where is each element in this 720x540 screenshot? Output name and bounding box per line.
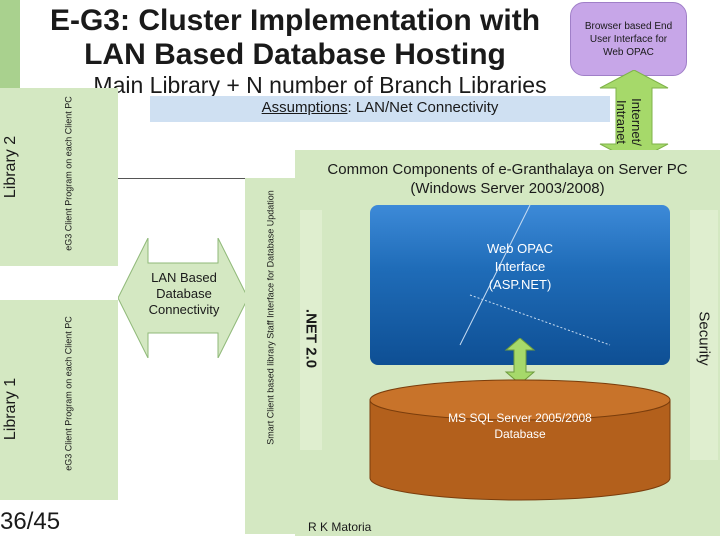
library-2-line [118,178,245,179]
browser-interface-label: Browser based End User Interface for Web… [584,20,673,58]
library-1-program: eG3 Client Program on each Client PC [63,316,74,471]
web-opac-label: Web OPAC Interface (ASP.NET) [370,240,670,294]
title-line-2: LAN Based Database Hosting [84,38,506,71]
library-1-panel [0,300,118,500]
common-components-line-1: Common Components of e-Granthalaya on Se… [327,161,688,178]
browser-interface-box: Browser based End User Interface for Web… [570,2,687,76]
net-framework-label: .NET 2.0 [302,308,320,369]
title-accent-bar [0,0,20,100]
security-panel [690,210,718,460]
internet-arrow [599,70,669,162]
web-opac-line-1: Web OPAC [487,241,553,256]
database-label: MS SQL Server 2005/2008 Database [370,410,670,442]
smart-client-panel [245,178,295,534]
subtitle: Main Library + N number of Branch Librar… [93,72,547,98]
library-2-label: Library 2 [2,135,19,199]
assumptions-label: Assumptions [261,99,348,116]
page-number: 36/45 [0,508,61,535]
assumptions-bar [150,96,610,122]
library-2-program: eG3 Client Program on each Client PC [63,96,74,251]
library-2-panel [0,88,118,266]
author: R K Matoria [308,520,372,534]
security-label: Security [695,311,713,366]
database-line-2: Database [494,427,546,441]
common-components-line-2: (Windows Server 2003/2008) [410,180,605,197]
slide-title: E-G3: Cluster Implementation with LAN Ba… [0,4,590,72]
web-opac-line-2: Interface [494,259,546,274]
assumptions-value: : LAN/Net Connectivity [347,99,499,116]
lan-connectivity-label: LAN Based Database Connectivity [148,270,220,317]
net-framework-panel [300,210,322,450]
database-line-1: MS SQL Server 2005/2008 [448,411,592,425]
web-opac-decor-lines [459,205,611,346]
library-1-label: Library 1 [2,377,19,441]
web-opac-line-3: (ASP.NET) [488,277,552,292]
database-cylinder [369,379,671,501]
title-line-1: E-G3: Cluster Implementation with [49,4,541,37]
lan-arrow [118,238,248,358]
opac-db-arrow [504,338,536,384]
smart-client-label: Smart Client based library Staff Interfa… [265,190,276,445]
assumptions-text: Assumptions: LAN/Net Connectivity [150,99,610,116]
common-components-label: Common Components of e-Granthalaya on Se… [300,160,715,198]
